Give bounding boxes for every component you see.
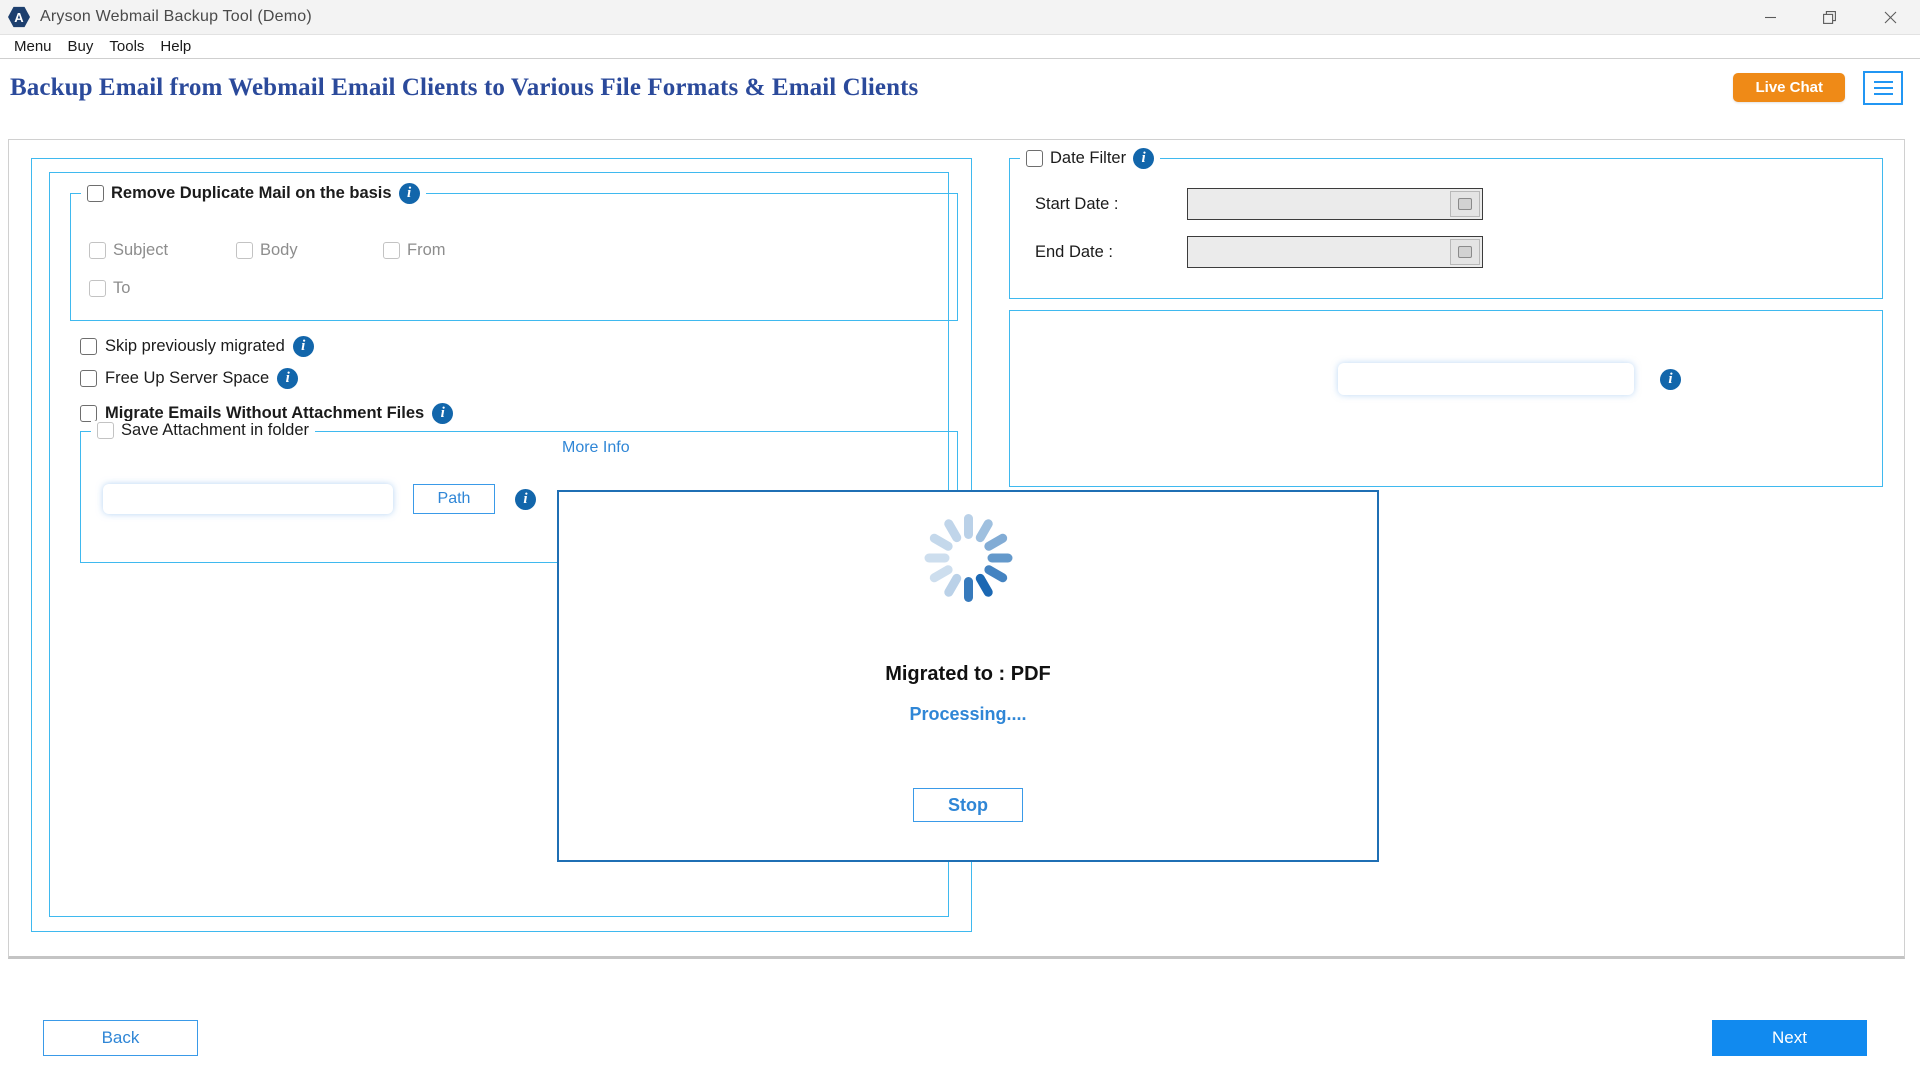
date-filter-checkbox[interactable] xyxy=(1026,150,1043,167)
date-filter-label: Date Filter xyxy=(1050,149,1127,167)
skip-previously-migrated-checkbox[interactable] xyxy=(80,338,97,355)
end-date-row: End Date : xyxy=(1035,236,1483,268)
remove-duplicate-label: Remove Duplicate Mail on the basis xyxy=(111,184,392,202)
window-controls xyxy=(1740,0,1920,34)
loading-spinner-icon xyxy=(920,510,1016,606)
calendar-dropdown-icon[interactable] xyxy=(1450,191,1480,217)
hamburger-icon[interactable] xyxy=(1863,70,1903,105)
app-logo-icon: A xyxy=(8,6,30,28)
menu-item-menu[interactable]: Menu xyxy=(14,38,52,55)
subject-checkbox[interactable] xyxy=(89,242,106,259)
info-icon[interactable]: i xyxy=(1660,368,1681,390)
save-attachment-label: Save Attachment in folder xyxy=(121,421,310,439)
title-bar: A Aryson Webmail Backup Tool (Demo) xyxy=(0,0,1920,35)
end-date-input[interactable] xyxy=(1188,237,1450,267)
stop-button[interactable]: Stop xyxy=(913,788,1023,822)
close-icon[interactable] xyxy=(1860,0,1920,35)
menu-item-buy[interactable]: Buy xyxy=(67,38,94,55)
content-area: Remove Duplicate Mail on the basis i Sub… xyxy=(8,139,1905,959)
menu-item-tools[interactable]: Tools xyxy=(109,38,145,55)
more-info-link[interactable]: More Info xyxy=(562,439,630,456)
restore-icon[interactable] xyxy=(1800,0,1860,35)
option-migrate-without-attachments[interactable]: Migrate Emails Without Attachment Files … xyxy=(80,403,454,424)
option-free-up-server-space[interactable]: Free Up Server Space i xyxy=(80,368,299,389)
date-filter-header: Date Filter i xyxy=(1020,148,1161,169)
duplicate-criteria-row-1: Subject Body From xyxy=(89,241,530,260)
criteria-body[interactable]: Body xyxy=(236,241,383,260)
from-label: From xyxy=(407,241,446,259)
menu-bar: Menu Buy Tools Help xyxy=(0,35,1920,59)
window-title: Aryson Webmail Backup Tool (Demo) xyxy=(40,8,312,25)
start-date-field[interactable] xyxy=(1187,188,1483,220)
menu-item-help[interactable]: Help xyxy=(160,38,192,55)
free-up-server-space-checkbox[interactable] xyxy=(80,370,97,387)
live-chat-button[interactable]: Live Chat xyxy=(1733,73,1845,102)
next-button[interactable]: Next xyxy=(1712,1020,1867,1056)
info-icon[interactable]: i xyxy=(1133,148,1155,169)
minimize-icon[interactable] xyxy=(1740,0,1800,35)
start-date-label: Start Date : xyxy=(1035,194,1119,213)
to-label: To xyxy=(113,279,131,297)
page-title: Backup Email from Webmail Email Clients … xyxy=(10,73,919,101)
app-logo-letter: A xyxy=(14,9,24,25)
skip-previously-migrated-label: Skip previously migrated xyxy=(105,337,285,355)
migration-target-text: Migrated to : PDF xyxy=(885,663,1051,685)
info-icon[interactable]: i xyxy=(277,368,299,389)
path-button[interactable]: Path xyxy=(413,484,495,514)
processing-status-text: Processing.... xyxy=(909,704,1027,724)
processing-dialog: Migrated to : PDF Processing.... Stop xyxy=(557,490,1379,862)
save-attachment-checkbox[interactable] xyxy=(97,422,114,439)
attachment-path-row: Path i xyxy=(103,484,536,514)
subject-label: Subject xyxy=(113,241,169,259)
body-checkbox[interactable] xyxy=(236,242,253,259)
duplicate-criteria-row-2: To xyxy=(89,279,130,298)
attachment-path-input[interactable] xyxy=(103,484,393,514)
criteria-to[interactable]: To xyxy=(89,279,130,298)
criteria-subject[interactable]: Subject xyxy=(89,241,236,260)
footer-bar: Back Next xyxy=(0,1010,1920,1080)
start-date-row: Start Date : xyxy=(1035,188,1483,220)
header-actions: Live Chat xyxy=(1733,70,1903,105)
secondary-text-input[interactable] xyxy=(1338,363,1634,395)
left-options-inner-panel: Remove Duplicate Mail on the basis i Sub… xyxy=(49,172,958,917)
secondary-field-row: i xyxy=(1338,363,1681,395)
free-up-server-space-label: Free Up Server Space xyxy=(105,369,270,387)
from-checkbox[interactable] xyxy=(383,242,400,259)
start-date-input[interactable] xyxy=(1188,189,1450,219)
to-checkbox[interactable] xyxy=(89,280,106,297)
migrate-without-attachments-checkbox[interactable] xyxy=(80,405,97,422)
end-date-label: End Date : xyxy=(1035,242,1113,261)
calendar-dropdown-icon[interactable] xyxy=(1450,239,1480,265)
left-options-panel: Remove Duplicate Mail on the basis i Sub… xyxy=(31,158,972,932)
remove-duplicate-group: Remove Duplicate Mail on the basis i Sub… xyxy=(70,183,958,321)
info-icon[interactable]: i xyxy=(432,403,454,424)
save-attachment-group: Save Attachment in folder Path i xyxy=(80,421,958,563)
page-header: Backup Email from Webmail Email Clients … xyxy=(0,59,1920,116)
save-attachment-header: Save Attachment in folder xyxy=(91,421,316,440)
info-icon[interactable]: i xyxy=(515,488,536,510)
info-icon[interactable]: i xyxy=(398,183,420,204)
remove-duplicate-checkbox[interactable] xyxy=(87,185,104,202)
info-icon[interactable]: i xyxy=(292,336,314,357)
migrate-without-attachments-label: Migrate Emails Without Attachment Files xyxy=(105,404,425,422)
secondary-options-panel: i xyxy=(1009,310,1883,487)
criteria-from[interactable]: From xyxy=(383,241,530,260)
remove-duplicate-header: Remove Duplicate Mail on the basis i xyxy=(81,183,426,204)
body-label: Body xyxy=(260,241,298,259)
option-skip-previously-migrated[interactable]: Skip previously migrated i xyxy=(80,336,314,357)
end-date-field[interactable] xyxy=(1187,236,1483,268)
back-button[interactable]: Back xyxy=(43,1020,198,1056)
date-fields: Start Date : End Date : xyxy=(1035,188,1483,268)
date-filter-group: Date Filter i Start Date : End Date : xyxy=(1009,148,1883,299)
